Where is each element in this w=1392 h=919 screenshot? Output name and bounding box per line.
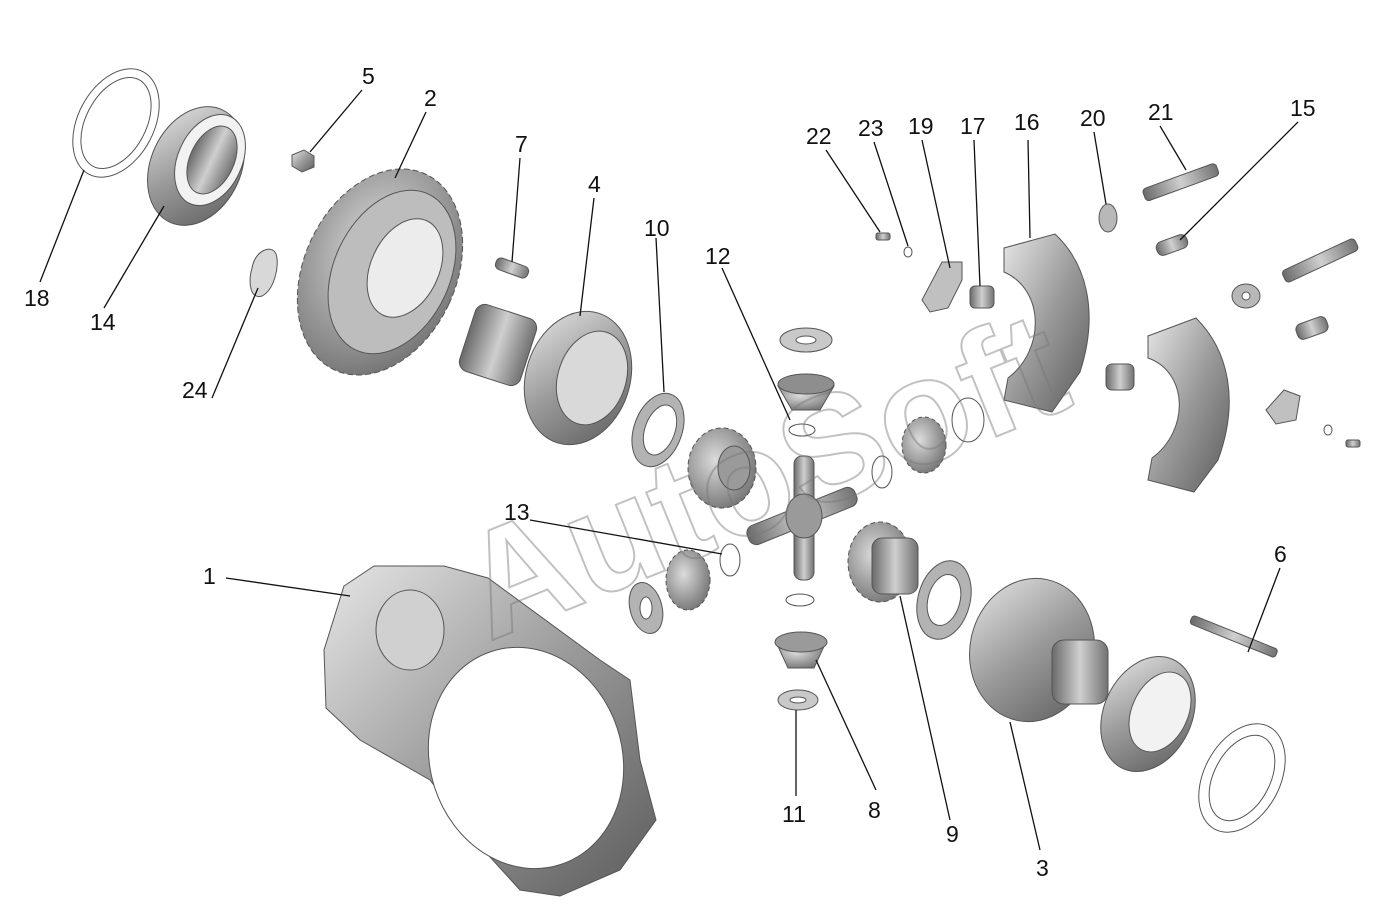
part-side-gear-left [687, 427, 757, 509]
callout-3: 3 [1036, 855, 1049, 881]
part-roller-bearing-right [1100, 656, 1196, 772]
callout-20: 20 [1080, 105, 1106, 131]
part-24-lock-plate [249, 248, 278, 298]
part-19-lock-plate [921, 261, 1301, 425]
callout-21: 21 [1148, 99, 1174, 125]
callout-7: 7 [515, 131, 528, 157]
callout-9: 9 [946, 821, 959, 847]
callout-6: 6 [1274, 541, 1287, 567]
part-7-pin [494, 257, 530, 279]
callout-22: 22 [806, 123, 832, 149]
callout-17: 17 [960, 113, 986, 139]
part-23-washer [903, 246, 1333, 436]
part-4-differential-case [458, 303, 633, 446]
part-5-nut [291, 149, 315, 173]
part-17-bushing [969, 285, 1135, 391]
part-8-pinion-gear [774, 593, 828, 669]
part-2-crown-gear [296, 168, 464, 376]
callout-11: 11 [782, 801, 806, 827]
part-12-pinion-gear [777, 327, 835, 437]
part-18-retaining-ring [72, 68, 160, 178]
part-3-differential-case [969, 577, 1109, 723]
callout-24: 24 [182, 377, 208, 403]
callout-labels: 1 2 3 4 5 6 7 8 9 10 11 12 13 14 15 16 1… [24, 63, 1316, 881]
callout-4: 4 [588, 171, 601, 197]
part-13-washer [628, 543, 741, 634]
part-differential-cross [746, 455, 858, 581]
callout-16: 16 [1014, 109, 1040, 135]
callout-13: 13 [504, 499, 530, 525]
callout-12: 12 [705, 243, 731, 269]
callout-1: 1 [203, 563, 216, 589]
callout-23: 23 [858, 115, 884, 141]
callout-15: 15 [1290, 95, 1316, 121]
part-10-thrust-washer [631, 392, 685, 468]
part-20-washer [1098, 203, 1261, 309]
part-retaining-ring-right [1198, 723, 1286, 833]
part-6-bolt [1189, 615, 1278, 658]
callout-19: 19 [908, 113, 934, 139]
leader-lines [39, 89, 1299, 851]
callout-2: 2 [424, 85, 437, 111]
part-16-bearing-cap [1003, 233, 1230, 493]
callout-10: 10 [644, 215, 670, 241]
part-11-washer [777, 689, 819, 711]
callout-18: 18 [24, 285, 50, 311]
part-9-side-gear [847, 521, 972, 640]
part-14-roller-bearing [147, 106, 246, 226]
part-side-gear-right [871, 397, 985, 489]
callout-5: 5 [362, 63, 375, 89]
part-1-housing [323, 565, 657, 897]
callout-8: 8 [868, 797, 881, 823]
part-21-bolt [1142, 163, 1359, 283]
callout-14: 14 [90, 309, 116, 335]
part-22-screw [875, 232, 1361, 448]
